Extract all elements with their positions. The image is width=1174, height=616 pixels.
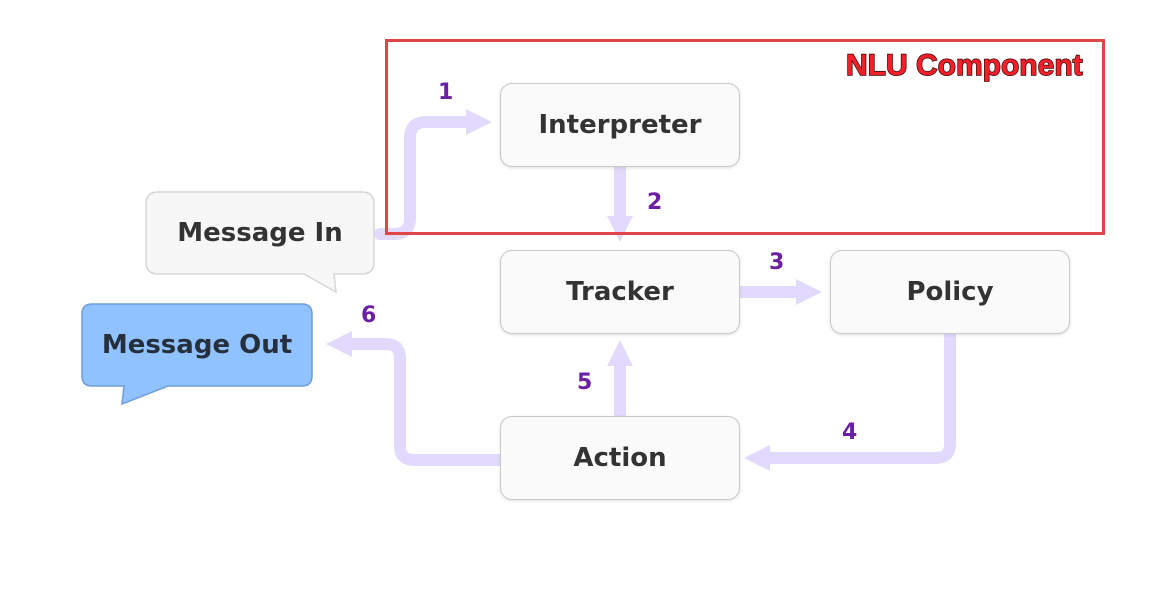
arrowhead-1 bbox=[466, 109, 492, 135]
interpreter-node: Interpreter bbox=[500, 83, 740, 167]
tracker-label: Tracker bbox=[566, 277, 674, 307]
step-3-label: 3 bbox=[769, 250, 785, 275]
policy-node: Policy bbox=[830, 250, 1070, 334]
policy-label: Policy bbox=[906, 277, 994, 307]
step-1-label: 1 bbox=[438, 80, 454, 105]
action-label: Action bbox=[573, 443, 667, 473]
step-5-label: 5 bbox=[577, 370, 593, 395]
arrow-4 bbox=[764, 328, 956, 464]
step-2-label: 2 bbox=[647, 190, 663, 215]
arrowhead-5 bbox=[607, 340, 633, 366]
message-out-label: Message Out bbox=[101, 330, 293, 360]
arrowhead-2 bbox=[607, 216, 633, 242]
interpreter-label: Interpreter bbox=[538, 110, 702, 140]
arrowhead-3 bbox=[796, 279, 822, 305]
step-4-label: 4 bbox=[842, 420, 858, 445]
nlu-component-frame bbox=[385, 39, 1105, 235]
arrowhead-4 bbox=[744, 445, 770, 471]
tracker-node: Tracker bbox=[500, 250, 740, 334]
message-in-label: Message In bbox=[177, 218, 343, 248]
message-in-bubble bbox=[145, 191, 375, 294]
step-6-label: 6 bbox=[361, 303, 377, 328]
arrow-6 bbox=[346, 338, 506, 466]
message-out-bubble bbox=[81, 303, 313, 406]
nlu-component-title: NLU Component bbox=[845, 48, 1083, 82]
arrowhead-6 bbox=[326, 331, 352, 357]
action-node: Action bbox=[500, 416, 740, 500]
